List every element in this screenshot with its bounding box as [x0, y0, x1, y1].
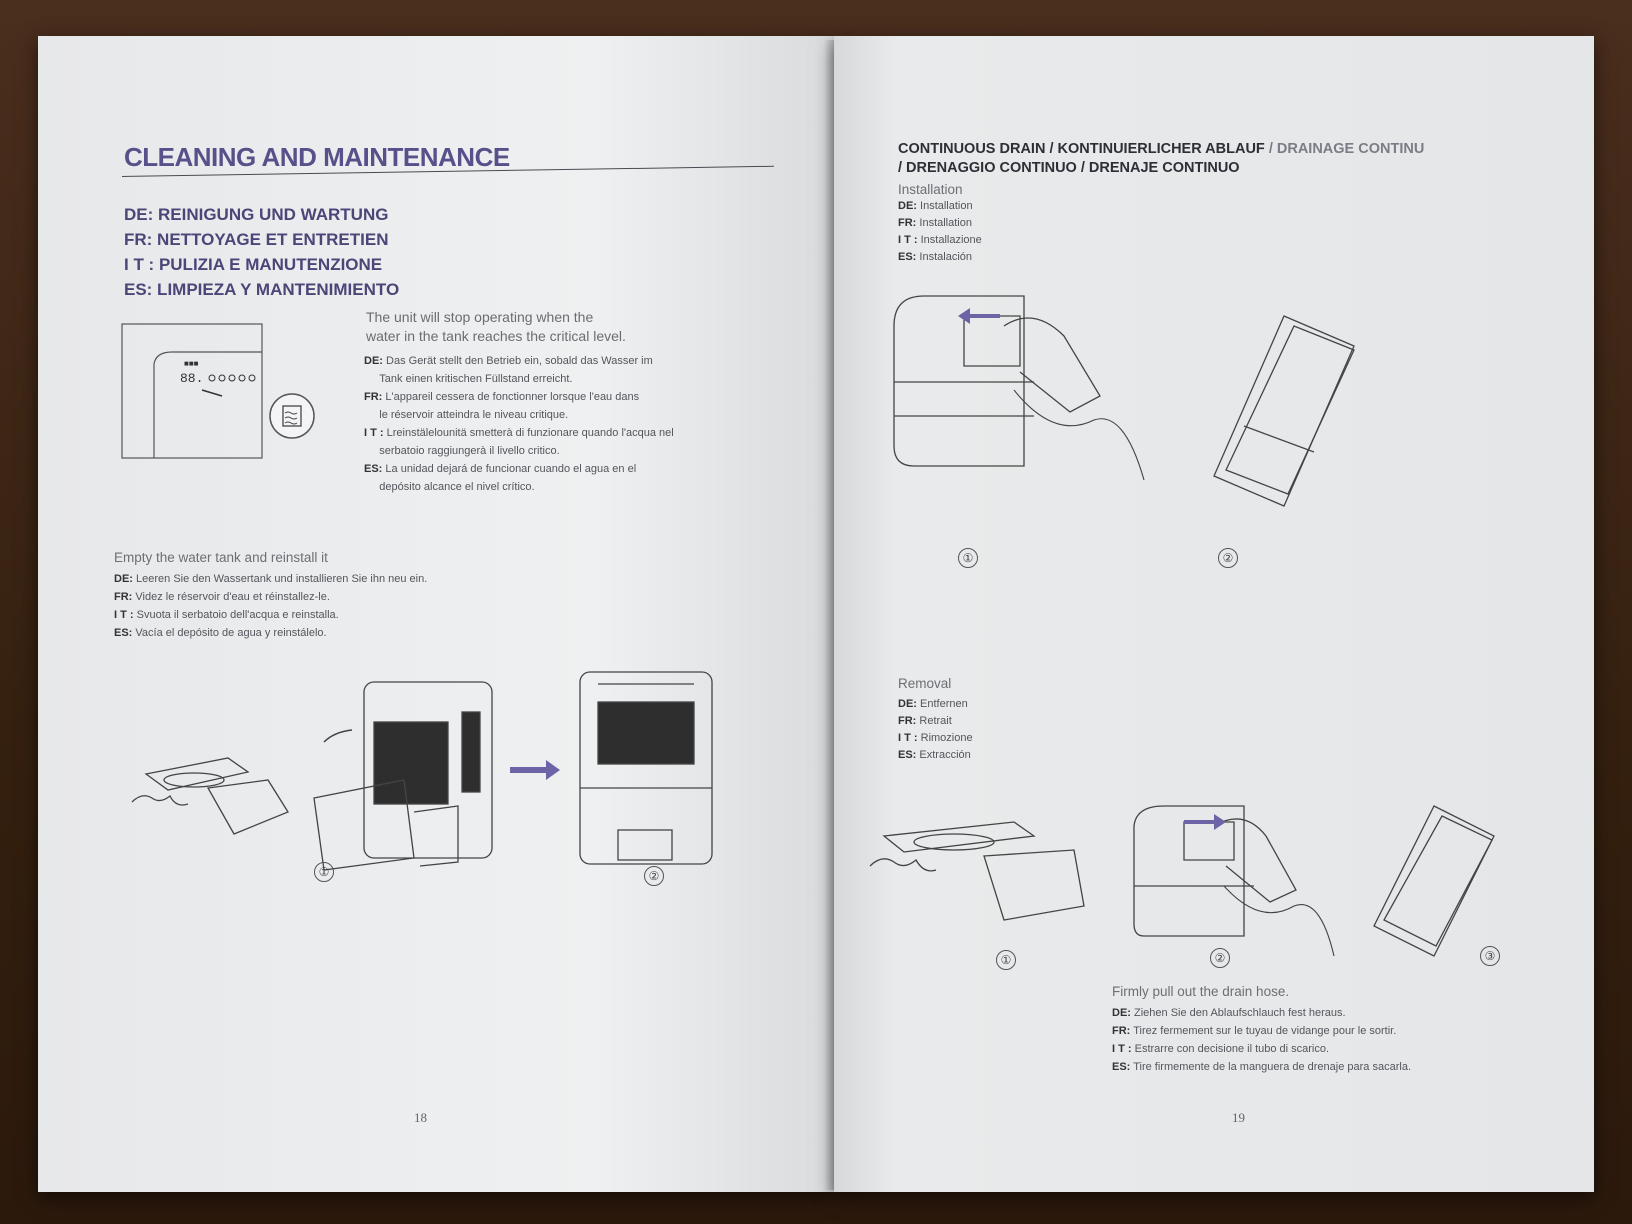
control-panel-illustration: ■■■ 88.: [121, 323, 315, 459]
translated-headings: DE: REINIGUNG UND WARTUNG FR: NETTOYAGE …: [124, 202, 399, 302]
continuous-drain-heading: CONTINUOUS DRAIN / KONTINUIERLICHER ABLA…: [898, 140, 1578, 178]
manual-page-left: CLEANING AND MAINTENANCE DE: REINIGUNG U…: [38, 36, 834, 1192]
heading-line-2: / DRENAGGIO CONTINUO / DRENAJE CONTINUO: [898, 160, 1240, 176]
tank-full-translations: DE: Das Gerät stellt den Betrieb ein, so…: [364, 352, 764, 496]
tank-full-de: DE: Das Gerät stellt den Betrieb ein, so…: [364, 355, 653, 385]
installation-es: ES: Instalación: [898, 251, 972, 263]
svg-text:■■■: ■■■: [184, 359, 199, 368]
tank-full-line-2: water in the tank reaches the critical l…: [366, 328, 626, 344]
removal-caption: Removal: [898, 676, 952, 691]
tank-full-es: ES: La unidad dejará de funcionar cuando…: [364, 463, 637, 493]
removal-step-2-marker: ②: [1210, 948, 1230, 968]
tank-full-line-1: The unit will stop operating when the: [366, 309, 594, 325]
removal-step-3-marker: ③: [1480, 946, 1500, 966]
install-step-2-marker: ②: [1218, 548, 1238, 568]
empty-tank-it: I T : Svuota il serbatoio dell'acqua e r…: [114, 609, 339, 621]
empty-tank-es: ES: Vacía el depósito de agua y reinstál…: [114, 627, 327, 639]
pull-hose-de: DE: Ziehen Sie den Ablaufschlauch fest h…: [1112, 1007, 1346, 1019]
left-arrow-icon: [958, 308, 1000, 324]
pull-hose-translations: DE: Ziehen Sie den Ablaufschlauch fest h…: [1112, 1004, 1411, 1076]
heading-line-1-faded: / DRAINAGE CONTINU: [1264, 141, 1425, 157]
svg-text:88.: 88.: [180, 371, 203, 386]
removal-illustration: [869, 805, 1495, 957]
pull-hose-it: I T : Estrarre con decisione il tubo di …: [1112, 1043, 1330, 1055]
pull-hose-caption: Firmly pull out the drain hose.: [1112, 984, 1290, 999]
removal-fr: FR: Retrait: [898, 715, 952, 727]
empty-tank-de: DE: Leeren Sie den Wassertank und instal…: [114, 573, 428, 585]
heading-it: I T : PULIZIA E MANUTENZIONE: [124, 255, 383, 274]
removal-it: I T : Rimozione: [898, 732, 973, 744]
manual-page-right: CONTINUOUS DRAIN / KONTINUIERLICHER ABLA…: [834, 36, 1594, 1192]
installation-fr: FR: Installation: [898, 217, 972, 229]
heading-de: DE: REINIGUNG UND WARTUNG: [124, 205, 389, 224]
removal-step-1-marker: ①: [996, 950, 1016, 970]
pull-hose-fr: FR: Tirez fermement sur le tuyau de vida…: [1112, 1025, 1397, 1037]
removal-de: DE: Entfernen: [898, 698, 968, 710]
right-arrow-icon: [510, 760, 560, 780]
installation-de: DE: Installation: [898, 200, 973, 212]
empty-tank-fr: FR: Videz le réservoir d'eau et réinstal…: [114, 591, 330, 603]
empty-tank-illustration: [131, 671, 713, 871]
installation-it: I T : Installazione: [898, 234, 982, 246]
heading-es: ES: LIMPIEZA Y MANTENIMIENTO: [124, 280, 400, 299]
installation-illustration: [893, 295, 1355, 507]
step-2-marker: ②: [644, 866, 664, 886]
page-number-right: 19: [1232, 1110, 1245, 1125]
tank-full-description: The unit will stop operating when the wa…: [366, 308, 626, 346]
install-step-1-marker: ①: [958, 548, 978, 568]
section-title: CLEANING AND MAINTENANCE: [124, 142, 510, 172]
right-arrow-icon: [1184, 814, 1226, 830]
pull-hose-es: ES: Tire firmemente de la manguera de dr…: [1112, 1061, 1411, 1073]
tank-full-it: I T : Lreinstälelounitä smetterà di funz…: [364, 427, 674, 457]
empty-tank-translations: DE: Leeren Sie den Wassertank und instal…: [114, 570, 427, 642]
tank-full-fr: FR: L'appareil cessera de fonctionner lo…: [364, 391, 640, 421]
empty-tank-caption: Empty the water tank and reinstall it: [114, 550, 328, 565]
heading-line-1: CONTINUOUS DRAIN / KONTINUIERLICHER ABLA…: [898, 141, 1265, 157]
installation-translations: DE: Installation FR: Installation I T : …: [898, 198, 982, 266]
installation-caption: Installation: [898, 182, 963, 197]
heading-fr: FR: NETTOYAGE ET ENTRETIEN: [124, 230, 389, 249]
step-1-marker: ①: [314, 862, 334, 882]
page-number-left: 18: [414, 1110, 427, 1125]
removal-translations: DE: Entfernen FR: Retrait I T : Rimozion…: [898, 696, 973, 764]
removal-es: ES: Extracción: [898, 749, 971, 761]
